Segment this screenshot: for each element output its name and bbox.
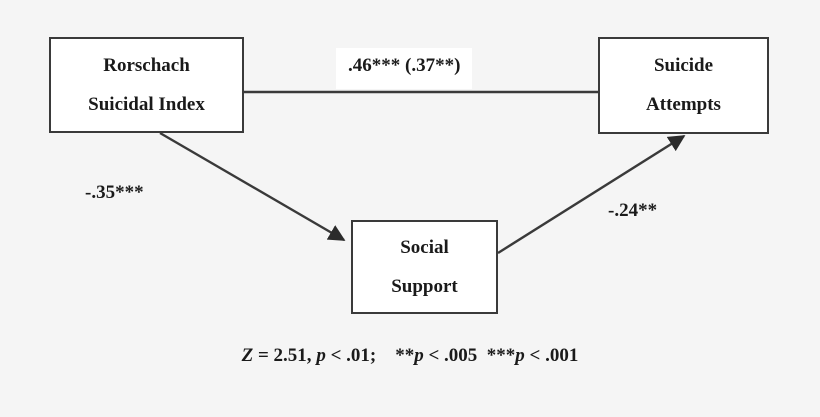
edge-label-direct: .46*** (.37**) (336, 48, 473, 89)
node-mediator-line1: Social (400, 236, 449, 258)
edge-b-path-line (497, 134, 686, 255)
edge-label-b-path: -.24** (608, 200, 658, 221)
footnote-z-symbol: Z (241, 345, 254, 366)
node-predictor-line1: Rorschach (103, 54, 190, 76)
node-social-support[interactable]: Social Support (351, 220, 498, 314)
node-predictor-line2: Suicidal Index (88, 93, 205, 115)
edge-label-a-path: -.35*** (85, 182, 144, 203)
node-rorschach-suicidal-index[interactable]: Rorschach Suicidal Index (49, 37, 244, 133)
footnote-p-value-3: < .001 (524, 345, 579, 366)
footnote-p-symbol-1: p (316, 345, 326, 366)
footnote-p-value-1: < .01; ** (325, 345, 415, 366)
statistics-footnote: Z = 2.51, p < .01; **p < .005 ***p < .00… (0, 345, 820, 367)
footnote-p-symbol-3: p (515, 345, 525, 366)
edge-a-path-line (159, 131, 346, 242)
node-outcome-line1: Suicide (653, 55, 714, 77)
footnote-p-value-2: < .005 *** (423, 345, 516, 366)
node-mediator-line2: Support (391, 275, 458, 297)
node-suicide-attempts[interactable]: Suicide Attempts (598, 37, 769, 134)
node-outcome-line2: Attempts (646, 94, 721, 115)
footnote-p-symbol-2: p (414, 345, 424, 366)
footnote-z-value: = 2.51, (253, 345, 317, 366)
